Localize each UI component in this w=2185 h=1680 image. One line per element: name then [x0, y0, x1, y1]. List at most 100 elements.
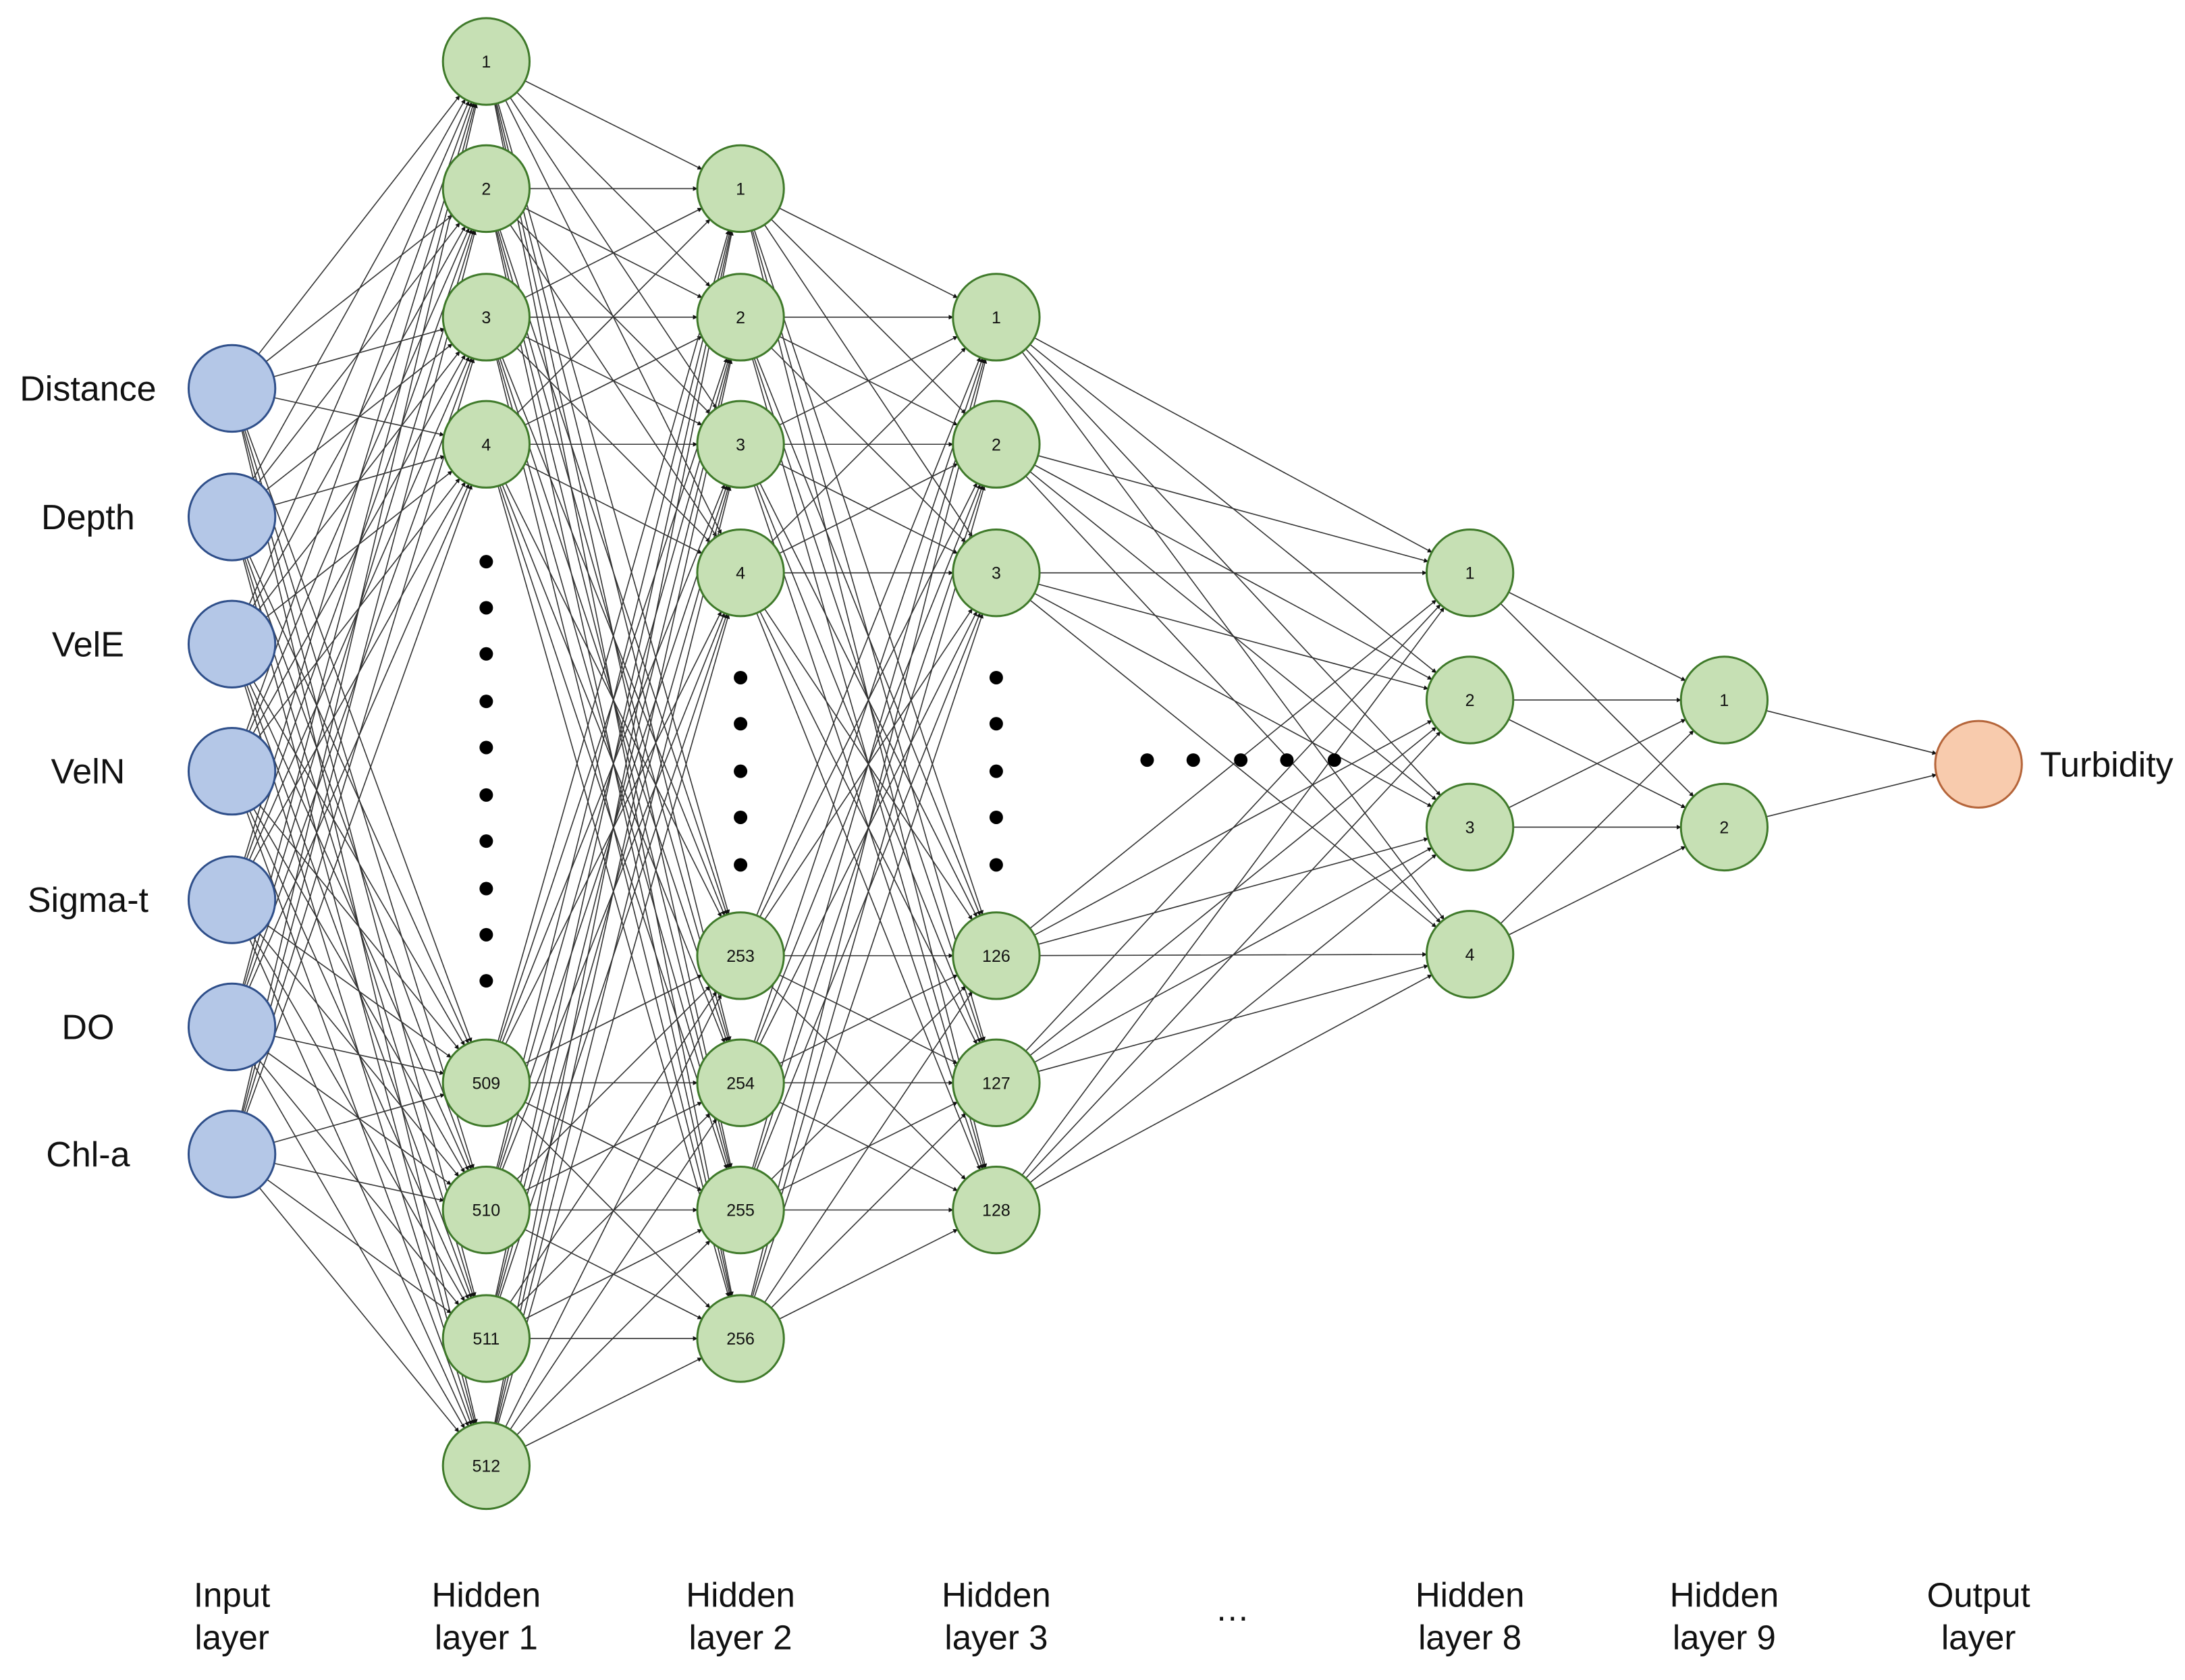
connections [241, 80, 1937, 1447]
hidden3-node-label: 2 [992, 435, 1001, 454]
hidden3-node-3 [952, 529, 1041, 618]
hidden2-node-label: 253 [726, 947, 755, 966]
hidden1-node-label: 509 [473, 1074, 501, 1093]
connection-inputs-6-to-hidden1-7 [259, 1060, 460, 1305]
ellipsis-dot [734, 810, 748, 824]
ellipsis-dot [734, 764, 748, 778]
connection-inputs-5-to-hidden1-1 [244, 102, 475, 859]
ellipsis-dot [989, 858, 1003, 872]
connection-inputs-7-to-hidden1-1 [241, 103, 478, 1112]
hidden3-node-2 [952, 400, 1041, 489]
output-label: Turbidity [2040, 745, 2173, 784]
inputs-node-2 [187, 472, 277, 562]
connection-inputs-7-to-hidden1-7 [267, 1178, 452, 1314]
connection-hidden1-8-to-hidden2-4 [497, 614, 730, 1424]
connection-hidden8-4-to-hidden9-2 [1508, 846, 1686, 936]
ellipsis-dot [479, 695, 493, 709]
connection-hidden1-8-to-hidden2-6 [510, 1118, 718, 1430]
ellipsis-dot [479, 882, 493, 896]
connection-hidden1-7-to-hidden2-1 [495, 230, 733, 1297]
hidden2-node-2 [696, 273, 785, 362]
connection-hidden1-6-to-hidden2-5 [516, 985, 711, 1180]
input-label-3: VelE [52, 625, 124, 664]
hidden2-node-label: 256 [726, 1330, 755, 1349]
connection-hidden2-8-to-hidden3-3 [753, 613, 983, 1298]
connection-hidden3-6-to-hidden8-1 [1021, 607, 1445, 1176]
hidden2-node-1 [696, 144, 785, 234]
ellipsis-dot [734, 717, 748, 731]
ellipsis-dot [479, 974, 493, 988]
hidden1-node-label: 510 [473, 1201, 501, 1220]
input-label-2: Depth [41, 498, 135, 537]
hidden2-node-label: 3 [736, 435, 745, 454]
connection-hidden1-6-to-hidden2-1 [496, 230, 732, 1168]
labels: DistanceDepthVelEVelNSigma-tDOChl-aTurbi… [20, 369, 2173, 1656]
connection-hidden8-4-to-hidden9-1 [1500, 730, 1694, 925]
ellipsis-dot [479, 740, 493, 755]
ellipsis-dot [989, 670, 1003, 684]
connection-hidden2-8-to-hidden3-6 [779, 1228, 959, 1320]
ellipsis-dot [1186, 753, 1200, 767]
hidden8-node-1 [1425, 529, 1515, 618]
ellipsis-dot [479, 927, 493, 942]
connection-hidden3-2-to-hidden8-3 [1029, 470, 1437, 801]
gap-ellipsis-label: … [1215, 1590, 1249, 1628]
connection-inputs-6-to-hidden1-5 [274, 1035, 445, 1075]
ellipsis-dot [479, 555, 493, 569]
connection-hidden8-3-to-hidden9-1 [1508, 719, 1686, 809]
hidden1-node-6 [441, 1165, 531, 1255]
hidden2-node-3 [696, 400, 785, 489]
hidden1-node-label: 3 [481, 308, 491, 327]
connection-hidden1-5-to-hidden2-1 [497, 229, 730, 1041]
connection-inputs-6-to-hidden1-1 [242, 103, 477, 985]
hidden3-node-4 [952, 911, 1041, 1000]
connection-hidden8-1-to-hidden9-1 [1508, 591, 1686, 682]
hidden1-node-1 [441, 17, 531, 106]
connection-hidden1-4-to-hidden2-1 [516, 219, 711, 414]
inputs-node-7 [187, 1110, 277, 1199]
hidden1-node-4 [441, 400, 531, 489]
connection-hidden1-3-to-hidden2-4 [516, 347, 711, 543]
connection-hidden1-2-to-hidden2-5 [499, 229, 728, 915]
inputs-node-4 [187, 726, 277, 816]
connection-hidden1-4-to-hidden2-4 [524, 463, 703, 554]
hidden3-node-6 [952, 1165, 1041, 1255]
hidden1-node-label: 4 [481, 435, 491, 454]
connection-hidden2-1-to-hidden3-1 [779, 207, 959, 298]
neurons: 1234509510511512123425325425525612312612… [187, 17, 2023, 1511]
ellipsis-dot [734, 858, 748, 872]
input-label-1: Distance [20, 369, 156, 408]
output-node [1934, 720, 2023, 809]
connection-hidden2-7-to-hidden3-1 [751, 358, 986, 1169]
hidden9-node-label: 1 [1719, 691, 1729, 710]
connection-hidden3-2-to-hidden8-1 [1037, 455, 1429, 563]
connection-hidden9-2-to-output-1 [1766, 773, 1937, 817]
connection-hidden3-3-to-hidden8-2 [1037, 583, 1429, 690]
hidden3-node-1 [952, 273, 1041, 362]
ellipsis-dot [1140, 753, 1154, 767]
connection-hidden1-8-to-hidden2-3 [496, 485, 732, 1424]
hidden2-node-5 [696, 911, 785, 1000]
connection-inputs-7-to-hidden1-4 [246, 485, 473, 1114]
connection-hidden1-8-to-hidden2-7 [516, 1240, 711, 1436]
ellipsis-dot [989, 810, 1003, 824]
hidden1-node-8 [441, 1421, 531, 1511]
hidden2-node-8 [696, 1294, 785, 1383]
hidden3-node-label: 127 [982, 1074, 1010, 1093]
hidden2-node-label: 1 [736, 180, 745, 198]
hidden2-node-4 [696, 529, 785, 618]
connection-hidden2-8-to-hidden3-5 [770, 1113, 967, 1309]
connection-hidden2-8-to-hidden3-2 [751, 485, 986, 1297]
connection-inputs-2-to-hidden1-1 [252, 99, 466, 480]
hidden8-node-label: 4 [1465, 946, 1475, 965]
hidden3-node-label: 3 [992, 564, 1001, 583]
connection-inputs-7-to-hidden1-8 [259, 1187, 460, 1433]
inputs-node-3 [187, 599, 277, 688]
connection-hidden2-7-to-hidden3-4 [771, 985, 966, 1180]
connection-inputs-7-to-hidden1-5 [273, 1093, 446, 1143]
